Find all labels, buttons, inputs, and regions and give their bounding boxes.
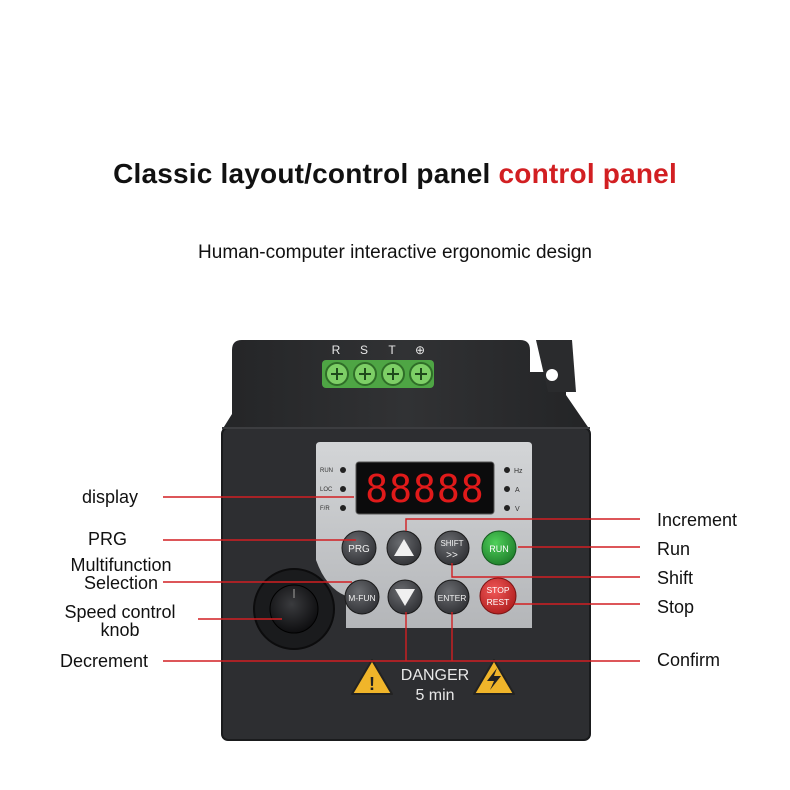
terminal-label-r: R bbox=[332, 343, 341, 357]
shift-arrows-icon: >> bbox=[446, 550, 458, 561]
lightning-icon bbox=[487, 668, 501, 690]
terminal-label-s: S bbox=[360, 343, 368, 357]
run-button-label: RUN bbox=[489, 544, 509, 554]
callout-multifunction: Multifunction Selection bbox=[60, 556, 182, 592]
down-arrow-icon bbox=[395, 589, 415, 606]
indicator-label-hz: Hz bbox=[514, 468, 523, 475]
decrement-button[interactable] bbox=[387, 579, 423, 615]
indicator-label-a: A bbox=[515, 487, 520, 494]
display-readout: 88888 bbox=[365, 467, 484, 511]
exclamation-icon: ! bbox=[369, 674, 375, 694]
terminal-label-t: T bbox=[388, 343, 396, 357]
stop-reset-button[interactable]: STOP REST bbox=[479, 577, 517, 615]
callout-confirm: Confirm bbox=[657, 650, 721, 670]
indicator-led-hz bbox=[504, 467, 510, 473]
terminal-screws bbox=[325, 362, 433, 386]
warning-triangle-right bbox=[473, 659, 515, 695]
callout-run: Run bbox=[657, 539, 691, 559]
speed-knob[interactable] bbox=[269, 584, 319, 634]
prg-button-label: PRG bbox=[348, 544, 370, 555]
increment-button[interactable] bbox=[386, 530, 422, 566]
callout-stop: Stop bbox=[657, 597, 695, 617]
indicator-led-run bbox=[340, 467, 346, 473]
indicator-led-fr bbox=[340, 505, 346, 511]
reset-button-label: REST bbox=[487, 597, 510, 607]
indicator-led-a bbox=[504, 486, 510, 492]
danger-label: DANGER bbox=[401, 667, 469, 684]
indicator-led-v bbox=[504, 505, 510, 511]
danger-time: 5 min bbox=[415, 687, 454, 704]
callout-increment: Increment bbox=[657, 510, 738, 530]
indicator-label-fr: F/R bbox=[320, 506, 330, 512]
enter-button[interactable]: ENTER bbox=[434, 579, 470, 615]
terminal-block bbox=[322, 360, 434, 388]
shift-button-label: SHIFT bbox=[440, 539, 463, 548]
callout-prg: PRG bbox=[88, 529, 128, 549]
indicator-label-v: V bbox=[515, 506, 520, 513]
warning-triangle-left: ! bbox=[351, 659, 393, 695]
callout-multifunction-line2: Selection bbox=[83, 573, 159, 593]
indicator-label-run: RUN bbox=[320, 468, 333, 474]
callout-speed-knob: Speed control knob bbox=[56, 603, 184, 639]
callout-lines bbox=[163, 496, 640, 662]
up-arrow-icon bbox=[394, 539, 414, 556]
led-display bbox=[355, 461, 495, 515]
mounting-hole bbox=[546, 369, 558, 381]
callout-decrement: Decrement bbox=[60, 651, 149, 671]
callout-multifunction-line1: Multifunction bbox=[70, 555, 172, 575]
shift-button[interactable]: SHIFT >> bbox=[434, 530, 470, 566]
enter-button-label: ENTER bbox=[438, 593, 467, 603]
title-main: Classic layout/control panel bbox=[113, 158, 499, 189]
ground-symbol-icon: ⊕ bbox=[415, 343, 425, 357]
title-accent: control panel bbox=[498, 158, 677, 189]
prg-button[interactable]: PRG bbox=[341, 530, 377, 566]
page-subtitle: Human-computer interactive ergonomic des… bbox=[198, 242, 592, 263]
stop-button-label: STOP bbox=[487, 585, 510, 595]
callout-shift: Shift bbox=[657, 568, 694, 588]
mounting-tab bbox=[536, 340, 576, 392]
indicator-led-loc bbox=[340, 486, 346, 492]
mfun-button-label: M-FUN bbox=[348, 593, 375, 603]
page-title: Classic layout/control panel control pan… bbox=[0, 158, 790, 190]
indicator-label-loc: LOC bbox=[320, 487, 333, 493]
callout-display: display bbox=[82, 487, 139, 507]
callout-speed-line1: Speed control bbox=[64, 602, 176, 622]
callout-speed-line2: knob bbox=[100, 620, 140, 640]
mfun-button[interactable]: M-FUN bbox=[344, 579, 380, 615]
run-button[interactable]: RUN bbox=[481, 530, 517, 566]
